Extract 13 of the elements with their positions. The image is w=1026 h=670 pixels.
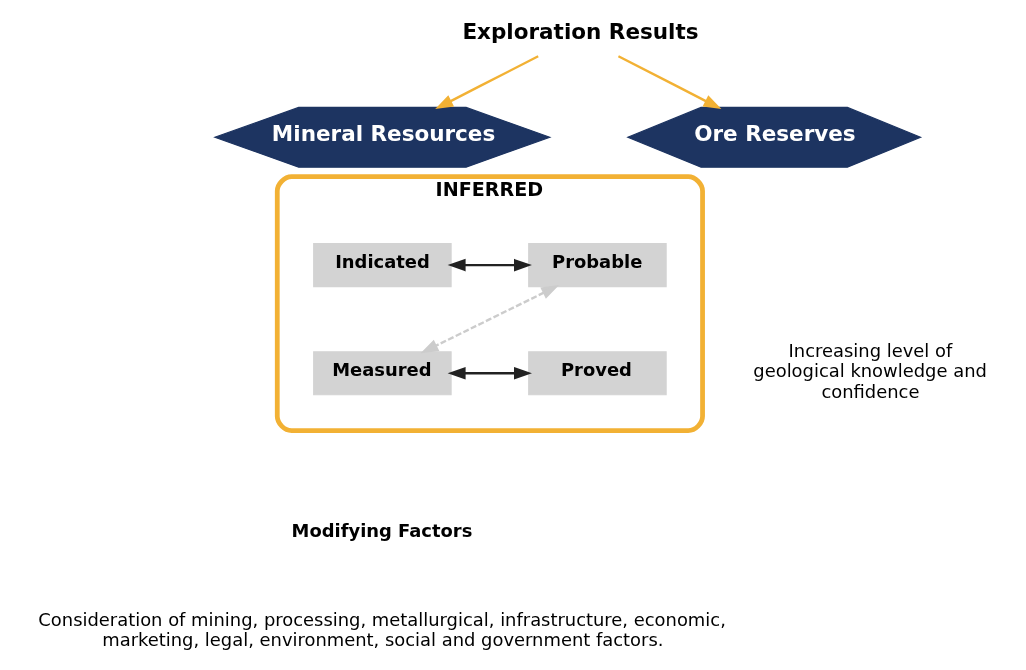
arrow [447, 258, 532, 272]
arrow [447, 366, 532, 380]
label: Modifying Factors [291, 519, 472, 541]
arrow [617, 55, 721, 110]
node-box: Probable [527, 243, 667, 288]
arrow [419, 285, 559, 354]
label: Increasing level of geological knowledge and confidence [752, 340, 987, 402]
node-text: Exploration Results [461, 18, 699, 44]
node-box: Indicated [312, 243, 452, 288]
arrow [434, 55, 539, 110]
label: Consideration of mining, processing, metallurgical, infrastructure, economic, marketing, legal, environment, social and government factors. [37, 608, 726, 651]
node-box: Measured [312, 351, 452, 396]
node-box: Proved [527, 351, 667, 396]
